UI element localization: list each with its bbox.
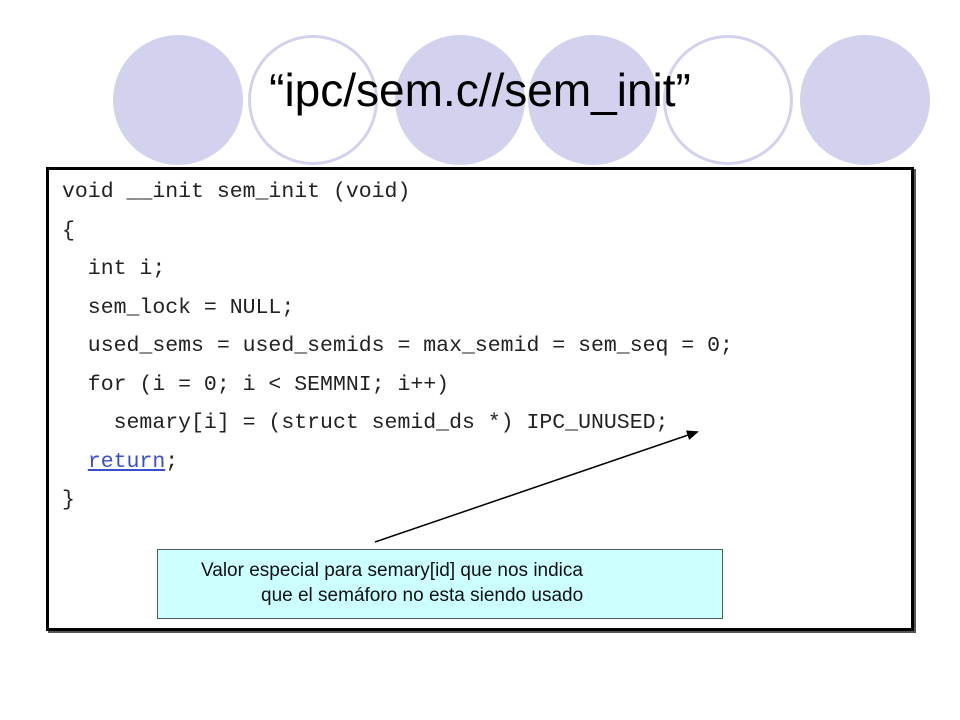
decorative-circle <box>528 35 658 165</box>
code-semicolon: ; <box>165 449 179 474</box>
code-line: sem_lock = NULL; <box>62 295 295 320</box>
code-line: for (i = 0; i < SEMMNI; i++) <box>62 372 450 397</box>
code-line: int i; <box>62 257 166 281</box>
slide-title: “ipc/sem.c//sem_init” <box>269 64 691 116</box>
code-line-return: return; <box>62 443 733 482</box>
annotation-line-1: Valor especial para semary[id] que nos i… <box>201 560 583 581</box>
annotation-line-2: que el semáforo no esta siendo usado <box>261 585 584 606</box>
code-line: } <box>62 488 75 512</box>
decorative-circles <box>0 0 960 200</box>
code-line: semary[i] = (struct semid_ds *) IPC_UNUS… <box>62 411 669 435</box>
decorative-circle <box>248 35 378 165</box>
return-keyword-link[interactable]: return <box>87 449 166 474</box>
decorative-circle <box>395 35 525 165</box>
decorative-circle <box>800 35 930 165</box>
decorative-circle <box>113 35 243 165</box>
code-line: used_sems = used_semids = max_semid = se… <box>62 334 733 358</box>
code-lines: void __init sem_init (void) { int i; sem… <box>62 173 733 520</box>
code-indent <box>62 450 88 474</box>
code-line: void __init sem_init (void) <box>62 180 411 204</box>
decorative-circle <box>663 35 793 165</box>
annotation-callout: Valor especial para semary[id] que nos i… <box>157 549 723 619</box>
code-line: { <box>62 218 75 243</box>
